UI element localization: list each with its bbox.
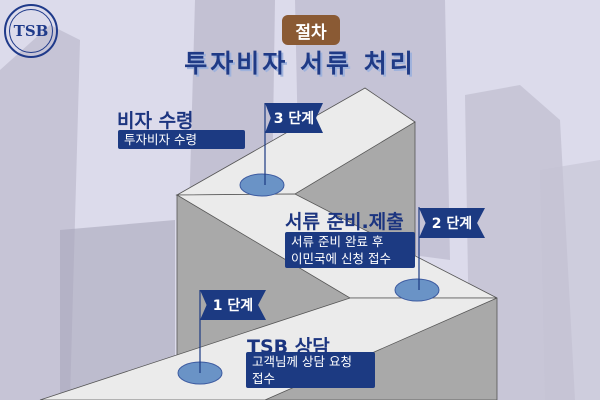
step-2-title: 서류 준비.제출: [285, 211, 404, 233]
desc-line: 이민국에 신청 접수: [291, 251, 391, 266]
page-title: 투자비자 서류 처리: [184, 49, 416, 78]
step-1-flag: 1 단계: [200, 290, 266, 320]
desc-line: 고객님께 상담 요청: [252, 354, 352, 369]
step-2-marker: [394, 278, 440, 302]
step-3-title: 비자 수령: [117, 110, 194, 132]
desc-line: 서류 준비 완료 후: [291, 234, 384, 249]
tsb-logo: TSB: [4, 4, 58, 58]
desc-line: 투자비자 수령: [124, 132, 197, 147]
stair-bottom-step: [39, 297, 498, 400]
step-3-flag: 3 단계: [265, 103, 323, 133]
procedure-badge: 절차: [282, 15, 340, 45]
logo-text: TSB: [9, 9, 53, 53]
step-3-marker: [239, 173, 285, 197]
step-3-desc: 투자비자 수령: [118, 130, 245, 149]
desc-line: 접수: [252, 371, 276, 386]
step-2-flag: 2 단계: [419, 208, 485, 238]
